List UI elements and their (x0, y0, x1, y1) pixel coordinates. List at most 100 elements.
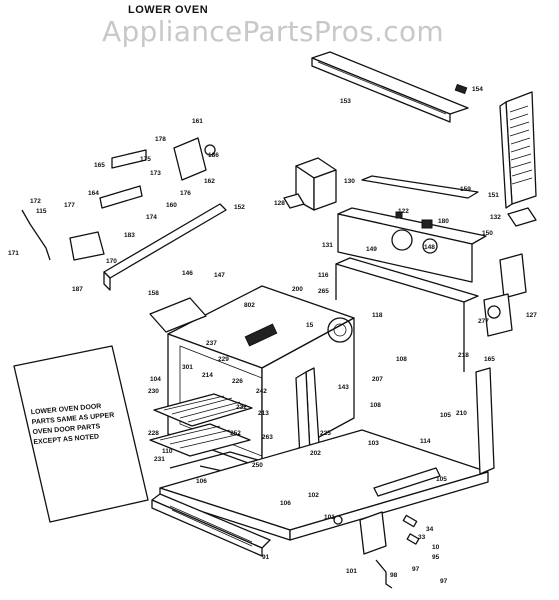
part-number-label: 115 (36, 208, 47, 215)
latch-parts (333, 511, 420, 589)
part-number-label: 118 (372, 312, 383, 319)
part-number-label: 202 (310, 450, 321, 457)
watermark: AppliancePartsPros.com (102, 15, 444, 48)
part-number-label: 802 (244, 302, 255, 309)
part-number-label: 146 (182, 270, 193, 277)
part-number-label: 178 (155, 136, 166, 143)
part-number-label: 97 (440, 578, 448, 585)
part-number-label: 171 (8, 250, 19, 257)
part-number-label: 160 (166, 202, 177, 209)
part-number-label: 176 (180, 190, 191, 197)
part-number-label: 177 (64, 202, 75, 209)
door-note: LOWER OVEN DOOR PARTS SAME AS UPPER OVEN… (30, 400, 129, 448)
part-number-label: 101 (346, 568, 357, 575)
door-hinge-parts (21, 137, 216, 261)
part-number-label: 105 (440, 412, 451, 419)
part-number-label: 154 (472, 86, 483, 93)
part-number-label: 164 (88, 190, 99, 197)
part-number-label: 131 (322, 242, 333, 249)
part-number-label: 265 (318, 288, 329, 295)
control-trim-bar (361, 175, 479, 199)
part-number-label: 237 (206, 340, 217, 347)
part-number-label: 172 (30, 198, 41, 205)
part-number-label: 91 (262, 554, 270, 561)
part-number-label: 128 (274, 200, 285, 207)
cabinet-base (159, 367, 495, 541)
part-number-label: 153 (340, 98, 351, 105)
part-number-label: 210 (456, 410, 467, 417)
part-number-label: 218 (458, 352, 469, 359)
oven-rack-lower (149, 423, 251, 457)
part-number-label: 231 (154, 456, 165, 463)
part-number-label: 175 (140, 156, 151, 163)
part-number-label: 95 (432, 554, 440, 561)
part-number-label: 143 (338, 384, 349, 391)
diagram-title: LOWER OVEN (128, 4, 209, 16)
rear-control-panel (337, 207, 487, 283)
part-number-label: 200 (292, 286, 303, 293)
part-number-label: 127 (526, 312, 537, 319)
part-number-label: 213 (258, 410, 269, 417)
part-number-label: 263 (262, 434, 273, 441)
part-number-label: 150 (482, 230, 493, 237)
door-rail (103, 203, 227, 291)
part-number-label: 232 (236, 404, 247, 411)
part-number-label: 158 (148, 290, 159, 297)
part-number-label: 165 (484, 356, 495, 363)
part-number-label: 165 (94, 162, 105, 169)
part-number-label: 228 (148, 430, 159, 437)
relay-assembly (483, 253, 527, 337)
part-number-label: 174 (146, 214, 157, 221)
part-number-label: 33 (418, 534, 426, 541)
part-number-label: 180 (438, 218, 449, 225)
side-vent-panel (499, 91, 537, 227)
part-number-label: 132 (490, 214, 501, 221)
part-number-label: 229 (218, 356, 229, 363)
part-number-label: 186 (208, 152, 219, 159)
part-number-label: 230 (148, 388, 159, 395)
part-number-label: 162 (204, 178, 215, 185)
part-number-label: 207 (372, 376, 383, 383)
part-number-label: 106 (280, 500, 291, 507)
part-number-label: 187 (72, 286, 83, 293)
part-number-label: 97 (412, 566, 420, 573)
part-number-label: 98 (390, 572, 398, 579)
part-number-label: 114 (420, 438, 431, 445)
part-number-label: 148 (424, 244, 435, 251)
part-number-label: 104 (150, 376, 161, 383)
part-number-label: 105 (436, 476, 447, 483)
part-number-label: 301 (182, 364, 193, 371)
part-number-label: 110 (162, 448, 173, 455)
part-number-label: 161 (192, 118, 203, 125)
part-number-label: 226 (232, 378, 243, 385)
oven-back-frame (335, 257, 479, 372)
part-number-label: 242 (256, 388, 267, 395)
part-number-label: 159 (460, 186, 471, 193)
part-number-label: 173 (150, 170, 161, 177)
part-number-label: 151 (488, 192, 499, 199)
top-trim-rail (311, 51, 469, 123)
part-number-label: 225 (320, 430, 331, 437)
part-number-label: 250 (252, 462, 263, 469)
part-number-label: 147 (214, 272, 225, 279)
part-number-label: 149 (366, 246, 377, 253)
part-number-label: 15 (306, 322, 314, 329)
part-number-label: 214 (202, 372, 213, 379)
part-number-label: 102 (308, 492, 319, 499)
lower-oven-door-panel (13, 345, 149, 523)
part-number-label: 10 (432, 544, 440, 551)
part-number-label: 103 (368, 440, 379, 447)
part-number-label: 252 (230, 430, 241, 437)
part-number-label: 152 (234, 204, 245, 211)
part-number-label: 34 (426, 526, 434, 533)
part-number-label: 116 (318, 272, 329, 279)
part-number-label: 122 (398, 208, 409, 215)
kick-panel (151, 493, 271, 557)
part-number-label: 106 (196, 478, 207, 485)
rack-support-bracket (149, 297, 207, 333)
oven-rack-upper (153, 393, 253, 427)
control-bracket (283, 157, 337, 211)
part-number-label: 170 (106, 258, 117, 265)
